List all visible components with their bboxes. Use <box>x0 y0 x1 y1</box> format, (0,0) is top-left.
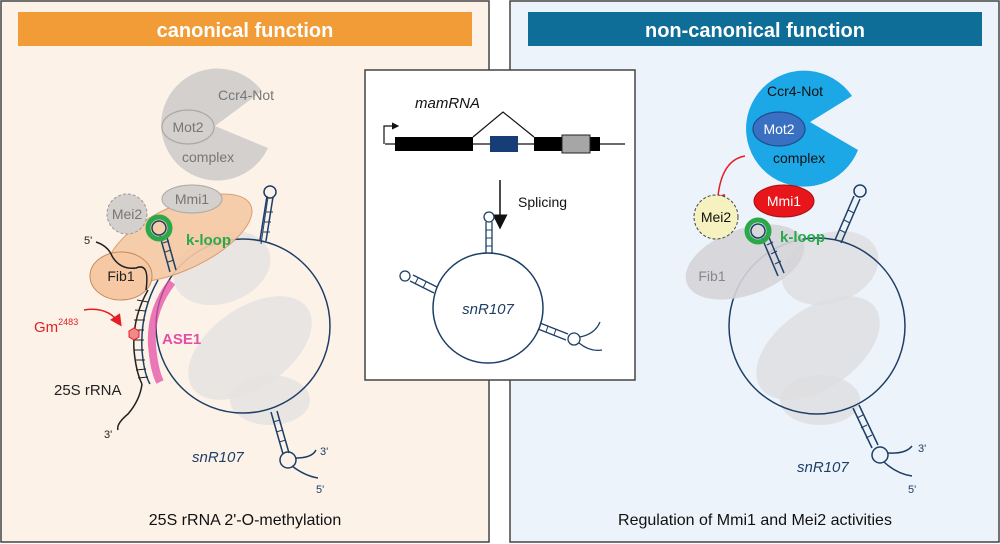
top-stem-loop-left <box>263 185 277 199</box>
snr-3prime-left: 3' <box>320 446 328 458</box>
ccr4-not-label-left: Ccr4-Not <box>218 87 274 103</box>
center-panel: mamRNA Splicing snR107 <box>364 69 636 381</box>
methyl-hexagon <box>128 327 140 341</box>
mot2-label-right: Mot2 <box>763 121 794 137</box>
right-header-bar <box>528 12 982 46</box>
k-loop-label-right: k-loop <box>780 229 825 246</box>
exon-2 <box>490 136 518 152</box>
left-header-text: canonical function <box>157 20 334 42</box>
rrna-label: 25S rRNA <box>54 382 122 399</box>
k-loop-ring-right <box>744 217 772 245</box>
tss-arrow <box>383 122 400 144</box>
five-prime-label-left: 5' <box>84 235 92 247</box>
snr107-loop-right <box>728 237 906 415</box>
ccr4-not-label-right: Ccr4-Not <box>767 83 823 99</box>
snr107-label-right: snR107 <box>797 459 849 476</box>
inhibition-arc <box>717 155 746 197</box>
snr107-small-loop <box>432 252 544 364</box>
ase1-label: ASE1 <box>162 331 201 348</box>
fib1-left <box>89 251 153 301</box>
k-loop-label-left: k-loop <box>186 232 231 249</box>
rna-shadow-r2 <box>756 296 880 400</box>
top-stem-loop-right <box>853 184 867 198</box>
snr-3prime-right: 3' <box>918 443 926 455</box>
center-panel-frame <box>364 69 636 381</box>
methylation-arrow <box>83 308 122 327</box>
rna-shadow-3 <box>230 375 310 425</box>
k-loop-ring-left <box>145 214 173 242</box>
gene-label: mamRNA <box>415 95 480 112</box>
splicing-label: Splicing <box>518 194 567 210</box>
rrna-3prime-label: 3' <box>104 429 112 441</box>
mmi1-left <box>161 184 223 214</box>
fib1-label-left: Fib1 <box>107 268 134 284</box>
mei2-right <box>693 194 739 240</box>
left-header-bar <box>18 12 472 46</box>
mei2-label-right: Mei2 <box>701 209 732 225</box>
complex-label-right: complex <box>773 150 825 166</box>
bottom-stem-loop-right <box>871 446 889 464</box>
rna-shadow-r1 <box>781 230 879 306</box>
bottom-stem-loop-left <box>279 451 297 469</box>
fib1-right <box>685 224 805 300</box>
exon-3-feature <box>561 134 591 154</box>
mot2-left <box>161 109 215 145</box>
snr107-center-label: snR107 <box>462 301 514 318</box>
gm-label: Gm2483 <box>34 317 78 336</box>
guide-rna-5prime <box>95 241 148 291</box>
ase1-band <box>147 279 176 384</box>
mmi1-label-right: Mmi1 <box>767 193 801 209</box>
rna-shadow-r3 <box>780 375 860 425</box>
left-caption: 25S rRNA 2'-O-methylation <box>149 512 341 529</box>
splice-junction <box>472 111 535 138</box>
right-caption: Regulation of Mmi1 and Mei2 activities <box>618 512 892 529</box>
right-panel: non-canonical function Ccr4-Not Mot2 com… <box>509 0 1000 543</box>
fib1-label-right: Fib1 <box>698 268 725 284</box>
rna-shadow-2 <box>188 296 312 400</box>
snr-5prime-left: 5' <box>316 484 324 496</box>
exon-1 <box>395 137 473 151</box>
mei2-left <box>106 193 148 235</box>
mot2-label-left: Mot2 <box>172 119 203 135</box>
mmi1-right <box>753 184 815 218</box>
mmi1-label-left: Mmi1 <box>175 191 209 207</box>
snr107-label-left: snR107 <box>192 449 244 466</box>
mot2-right <box>752 111 806 147</box>
complex-label-left: complex <box>182 149 234 165</box>
right-header-text: non-canonical function <box>645 20 865 42</box>
snr-5prime-right: 5' <box>908 484 916 496</box>
ccr4-not-complex-left <box>161 68 268 181</box>
mei2-label-left: Mei2 <box>112 206 143 222</box>
